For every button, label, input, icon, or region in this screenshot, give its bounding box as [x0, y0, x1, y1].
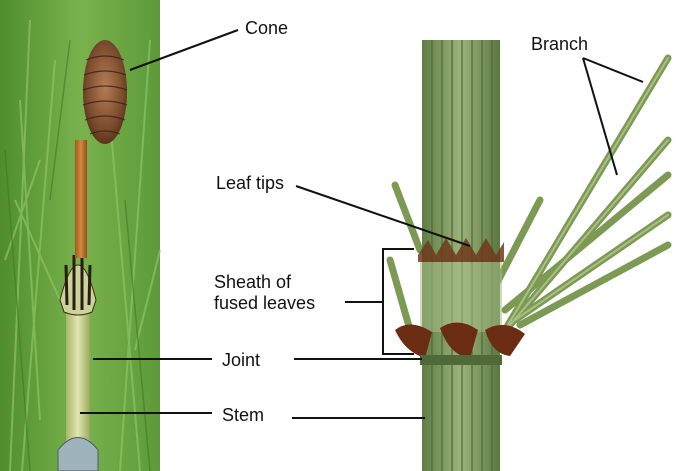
left-stem-lower [66, 300, 90, 450]
label-leaf-tips: Leaf tips [216, 173, 284, 193]
branch-leader-lower [583, 58, 617, 175]
label-joint: Joint [222, 350, 260, 370]
branch-leader-upper [583, 58, 643, 82]
leader-lines [80, 30, 643, 418]
label-sheath-line1: Sheath of [214, 272, 291, 292]
label-branch: Branch [531, 34, 588, 54]
node-brown-bracts [395, 322, 525, 358]
label-sheath-line2: fused leaves [214, 293, 315, 313]
horsetail-photo-right [390, 40, 668, 471]
sheath-band [420, 262, 502, 332]
cone-stalk [75, 140, 87, 258]
joint-ring [420, 355, 502, 365]
label-stem: Stem [222, 405, 264, 425]
horsetail-photo-left [0, 0, 160, 471]
label-cone: Cone [245, 18, 288, 38]
